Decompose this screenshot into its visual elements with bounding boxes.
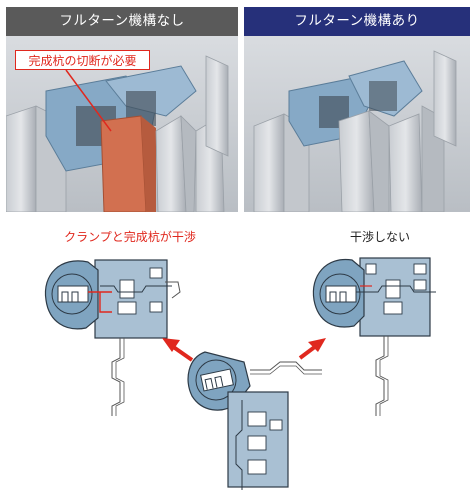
render-with-full-turn bbox=[244, 36, 470, 212]
clamp-clear bbox=[312, 257, 436, 337]
header-without-full-turn: フルターン機構なし bbox=[6, 7, 238, 36]
arrow-to-interference bbox=[162, 338, 194, 362]
cut-required-callout: 完成杭の切断が必要 bbox=[15, 50, 150, 70]
label-no-interference: 干渉しない bbox=[349, 230, 410, 244]
label-interference: クランプと完成杭が干渉 bbox=[64, 230, 196, 244]
arrow-to-clear bbox=[298, 338, 326, 360]
plan-view-diagram bbox=[44, 257, 436, 490]
header-with-full-turn: フルターン機構あり bbox=[244, 7, 470, 36]
clamp-rotating bbox=[187, 351, 289, 490]
clamp-interfering bbox=[44, 259, 172, 339]
